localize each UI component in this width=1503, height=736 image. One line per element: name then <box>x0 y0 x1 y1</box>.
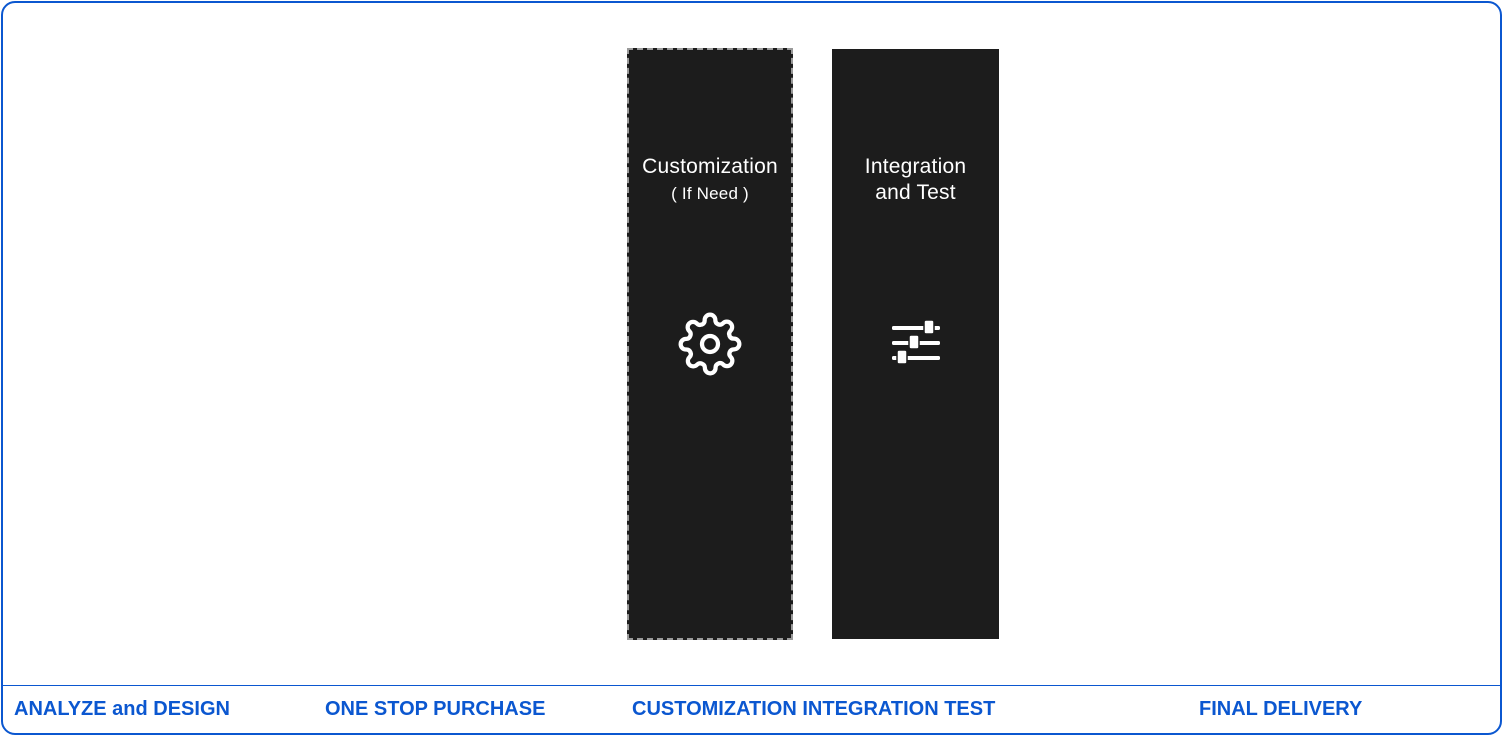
integration-card: Integration and Test <box>832 49 999 639</box>
integration-title-line1: Integration <box>864 155 967 178</box>
phase-analyze-design: ANALYZE and DESIGN <box>14 698 230 720</box>
customization-subtitle: ( If Need ) <box>671 184 749 203</box>
sliders-icon <box>891 319 940 365</box>
phase-divider <box>3 685 1500 686</box>
customization-card: Customization ( If Need ) <box>627 48 793 640</box>
integration-title-line2: and Test <box>875 181 956 204</box>
customization-card-title: Customization ( If Need ) <box>629 154 791 206</box>
gear-icon <box>678 312 742 376</box>
phase-customization-integration-test: CUSTOMIZATION INTEGRATION TEST <box>632 698 996 720</box>
phase-final-delivery: FINAL DELIVERY <box>1199 698 1363 720</box>
customization-title: Customization <box>642 155 778 178</box>
integration-card-title: Integration and Test <box>832 154 999 206</box>
phase-one-stop-purchase: ONE STOP PURCHASE <box>325 698 546 720</box>
